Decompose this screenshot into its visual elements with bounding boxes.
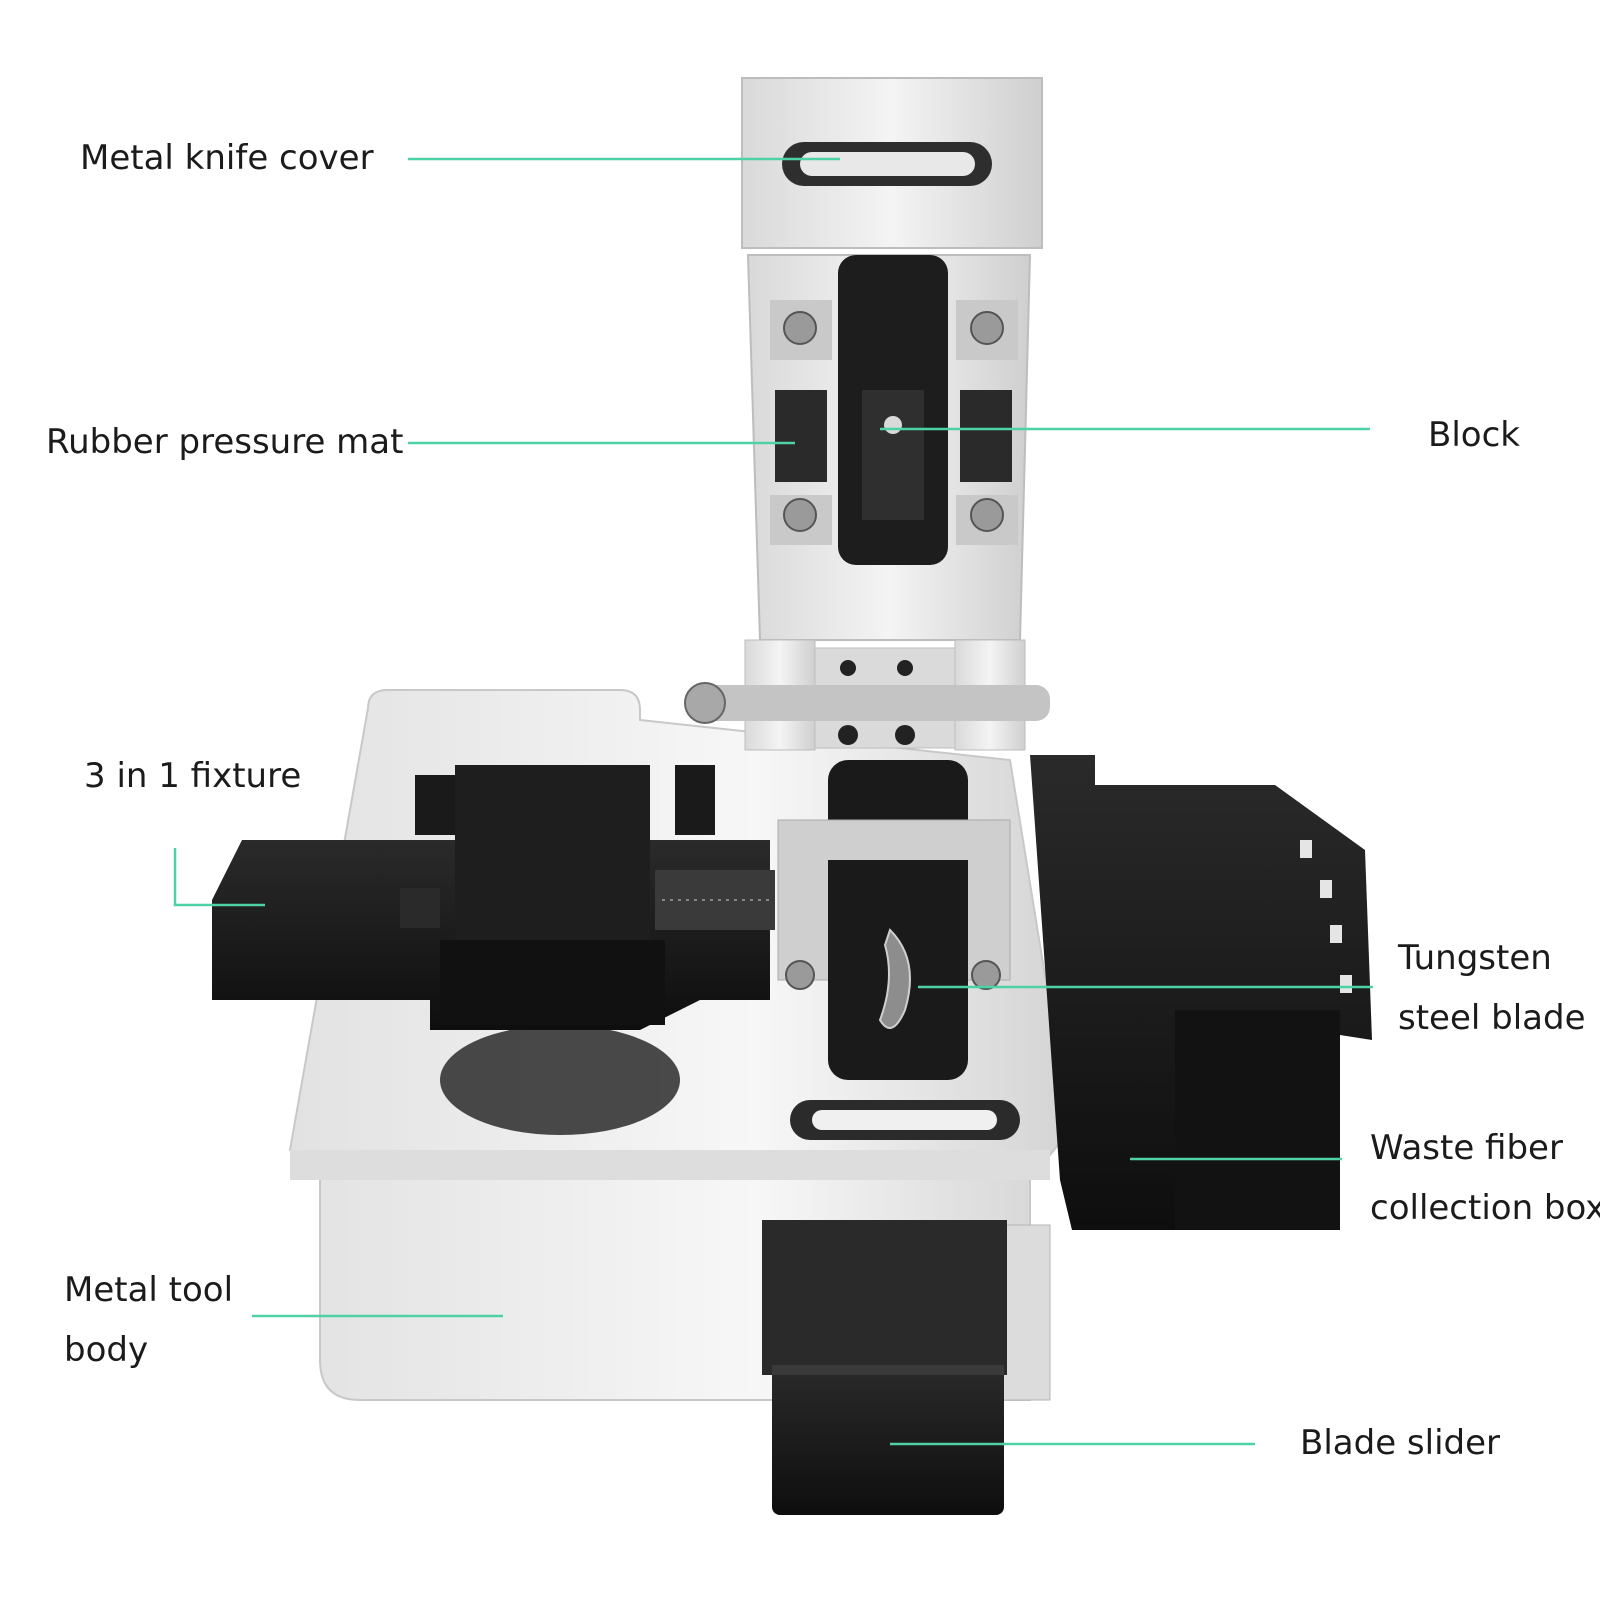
blade-well: [777, 760, 1011, 1080]
label-tungsten-steel-blade-line2: steel blade: [1398, 998, 1586, 1038]
rubber-pressure-mat: [775, 390, 1012, 482]
label-waste-fiber-collection-box-line1: Waste fiber: [1370, 1128, 1563, 1168]
label-metal-tool-body-line2: body: [64, 1330, 149, 1370]
label-blade-slider-text: Blade slider: [1300, 1423, 1500, 1463]
label-tungsten-steel-blade: Tungsten steel blade: [1398, 928, 1586, 1048]
leader-fixture: [173, 848, 265, 907]
three-in-one-fixture: [212, 765, 775, 1030]
label-block: Block: [1428, 405, 1520, 465]
label-three-in-one-fixture-text: 3 in 1 fixture: [84, 756, 302, 796]
label-tungsten-steel-blade-line1: Tungsten: [1398, 938, 1552, 978]
hinge: [684, 639, 1050, 751]
blade-slider: [762, 1220, 1051, 1515]
label-metal-tool-body: Metal tool body: [64, 1260, 233, 1380]
label-block-text: Block: [1428, 415, 1520, 455]
label-blade-slider: Blade slider: [1300, 1413, 1500, 1473]
label-waste-fiber-collection-box-line2: collection box: [1370, 1188, 1600, 1228]
label-waste-fiber-collection-box: Waste fiber collection box: [1370, 1118, 1600, 1238]
tungsten-steel-blade: [878, 928, 911, 1029]
label-rubber-pressure-mat-text: Rubber pressure mat: [46, 422, 404, 462]
waste-fiber-collection-box: [1030, 755, 1372, 1230]
label-three-in-one-fixture: 3 in 1 fixture: [84, 746, 301, 806]
cover-screws: [770, 300, 1018, 545]
label-metal-tool-body-line1: Metal tool: [64, 1270, 234, 1310]
label-rubber-pressure-mat: Rubber pressure mat: [46, 412, 403, 472]
leader-lines: [173, 157, 1373, 1446]
label-metal-knife-cover: Metal knife cover: [80, 128, 374, 188]
label-metal-knife-cover-text: Metal knife cover: [80, 138, 374, 178]
